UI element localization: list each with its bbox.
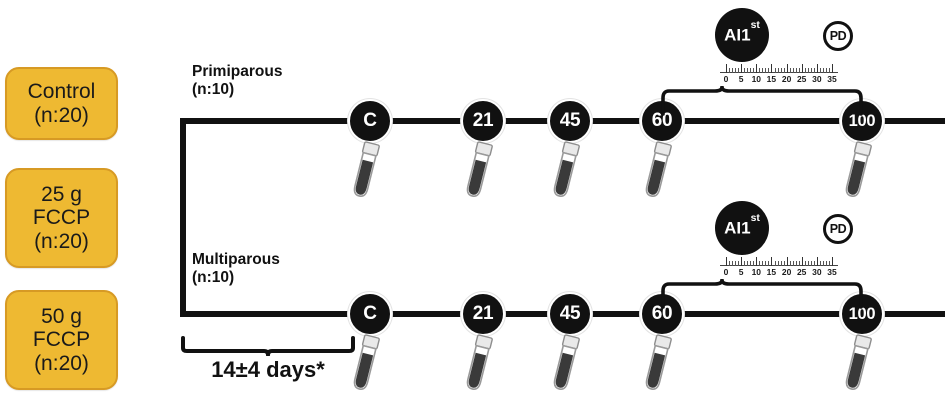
test-tube-icon (457, 332, 499, 397)
group-box-control: Control (n:20) (5, 67, 118, 140)
parity-name: Multiparous (192, 251, 280, 268)
timeline-node-primiparous-21[interactable]: 21 (461, 99, 505, 143)
ruler-tick-label: 30 (812, 74, 822, 84)
test-tube-icon (344, 332, 386, 397)
duration-bracket (180, 336, 356, 356)
test-tube-icon (457, 139, 499, 204)
parity-label-multiparous: Multiparous (n:10) (192, 251, 280, 288)
ruler-ticks (720, 64, 838, 73)
test-tube-icon (544, 139, 586, 204)
timeline-node-multiparous-c[interactable]: C (348, 292, 392, 336)
group-box-fccp-25: 25 g FCCP (n:20) (5, 168, 118, 268)
group-box-line: 50 g (41, 304, 82, 328)
ruler-tick-label: 0 (723, 74, 729, 84)
group-box-line: (n:20) (34, 229, 89, 253)
test-tube-icon (836, 139, 878, 204)
ai-window-brace-primiparous (660, 86, 864, 116)
test-tube-icon (636, 332, 678, 397)
parity-name: Primiparous (192, 63, 283, 80)
timeline-node-primiparous-45[interactable]: 45 (548, 99, 592, 143)
ruler-tick-label: 10 (751, 74, 762, 84)
test-tube-icon (544, 332, 586, 397)
ai-marker-label: AI1st (724, 18, 760, 45)
ruler-tick-label: 5 (738, 74, 744, 84)
ai-window-brace-multiparous (660, 279, 864, 309)
group-box-line: (n:20) (34, 351, 89, 375)
test-tube-icon (836, 332, 878, 397)
pregnancy-diagnosis-marker-multiparous[interactable]: PD (823, 214, 853, 244)
ruler-tick-label: 0 (723, 267, 729, 277)
timeline-node-multiparous-21[interactable]: 21 (461, 292, 505, 336)
timeline-node-primiparous-c[interactable]: C (348, 99, 392, 143)
timeline-node-primiparous-100[interactable]: 100 (840, 99, 884, 143)
group-box-line: FCCP (32, 206, 91, 230)
pregnancy-diagnosis-marker-primiparous[interactable]: PD (823, 21, 853, 51)
group-box-line: FCCP (32, 328, 91, 352)
duration-label: 14±4 days* (211, 357, 325, 382)
group-box-line: (n:20) (34, 103, 89, 127)
ruler-tick-label: 10 (751, 267, 762, 277)
parity-count: (n:10) (192, 269, 235, 287)
ruler-tick-label: 25 (796, 74, 807, 84)
ai-marker-label: AI1st (724, 211, 760, 238)
ruler-tick-label: 5 (738, 267, 744, 277)
parity-label-primiparous: Primiparous (n:10) (192, 63, 282, 100)
ruler-tick-label: 25 (796, 267, 807, 277)
parity-count: (n:10) (192, 81, 235, 99)
ruler-ticks (720, 257, 838, 266)
group-box-fccp-50: 50 g FCCP (n:20) (5, 290, 118, 390)
test-tube-icon (636, 139, 678, 204)
ruler-tick-label: 15 (766, 267, 777, 277)
ruler-tick-label: 30 (812, 267, 822, 277)
group-box-line: Control (27, 79, 96, 103)
ai-first-service-marker-multiparous[interactable]: AI1st (715, 201, 769, 255)
test-tube-icon (344, 139, 386, 204)
parity-connector-line (180, 118, 186, 317)
ai-first-service-marker-primiparous[interactable]: AI1st (715, 8, 769, 62)
timeline-node-multiparous-45[interactable]: 45 (548, 292, 592, 336)
ruler-tick-label: 15 (766, 74, 777, 84)
ruler-tick-label: 20 (781, 74, 792, 84)
ruler-tick-label: 35 (827, 267, 837, 277)
group-box-line: 25 g (41, 182, 82, 206)
ruler-tick-label: 20 (781, 267, 792, 277)
ruler-tick-label: 35 (827, 74, 837, 84)
